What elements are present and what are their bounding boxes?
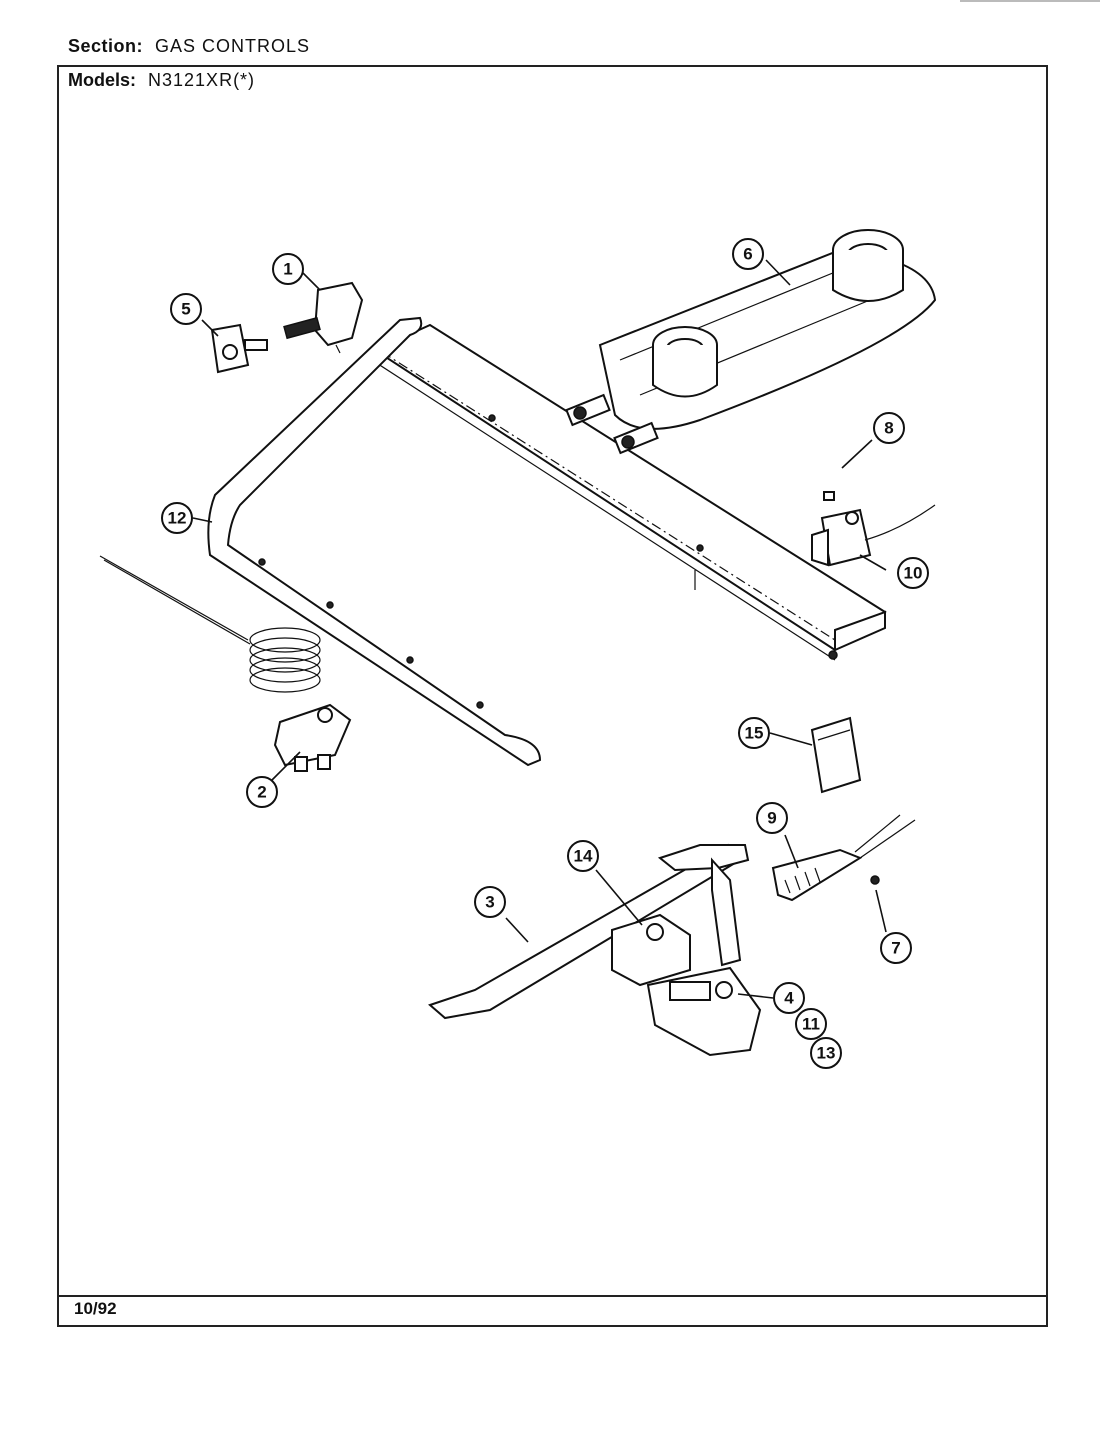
svg-text:7: 7 <box>891 939 900 958</box>
part-12-tube <box>207 316 542 767</box>
svg-text:5: 5 <box>181 300 190 319</box>
manifold-rail <box>372 323 887 661</box>
svg-text:2: 2 <box>257 783 266 802</box>
svg-text:9: 9 <box>767 809 776 828</box>
callout-13: 13 <box>810 1037 842 1069</box>
callout-12: 12 <box>161 502 193 534</box>
part-4-valve <box>646 966 762 1057</box>
svg-text:12: 12 <box>168 509 187 528</box>
callout-3: 3 <box>474 886 506 918</box>
burner-assembly <box>565 229 937 455</box>
svg-text:14: 14 <box>574 847 593 866</box>
scan-mark <box>960 0 1100 2</box>
models-heading: Models: N3121XR(*) <box>68 70 255 91</box>
svg-text:15: 15 <box>745 724 764 743</box>
part-10-bracket <box>811 491 936 567</box>
svg-text:3: 3 <box>485 893 494 912</box>
part-15-module <box>810 716 862 794</box>
callout-5: 5 <box>170 293 202 325</box>
section-label: Section: <box>68 36 144 56</box>
svg-text:1: 1 <box>283 260 292 279</box>
svg-text:4: 4 <box>784 989 794 1008</box>
callout-9: 9 <box>756 802 788 834</box>
callout-14: 14 <box>567 840 599 872</box>
svg-text:6: 6 <box>743 245 752 264</box>
callout-11: 11 <box>795 1008 827 1040</box>
svg-text:13: 13 <box>817 1044 836 1063</box>
svg-text:11: 11 <box>802 1015 820 1034</box>
section-heading: Section: GAS CONTROLS <box>68 36 310 57</box>
models-value: N3121XR(*) <box>148 70 256 90</box>
callout-15: 15 <box>738 717 770 749</box>
models-label: Models: <box>68 70 137 90</box>
callout-10: 10 <box>897 557 929 589</box>
callout-6: 6 <box>732 238 764 270</box>
callout-8: 8 <box>873 412 905 444</box>
part-3-manifold-pipe <box>428 843 750 1020</box>
part-14-regulator <box>611 913 691 987</box>
part-2-thermostat <box>99 555 352 772</box>
part-9-ignitor <box>771 814 916 902</box>
leader-lines <box>192 259 887 999</box>
section-value: GAS CONTROLS <box>155 36 311 56</box>
footer-rule <box>57 1295 1048 1297</box>
svg-text:10: 10 <box>904 564 923 583</box>
revision-date: 10/92 <box>74 1299 117 1318</box>
part-1-component <box>283 281 364 354</box>
part-5-bracket <box>210 323 268 374</box>
callout-1: 1 <box>272 253 304 285</box>
diagram-frame <box>57 65 1048 1327</box>
callout-2: 2 <box>246 776 278 808</box>
callout-7: 7 <box>880 932 912 964</box>
callout-4: 4 <box>773 982 805 1014</box>
svg-text:8: 8 <box>884 419 893 438</box>
